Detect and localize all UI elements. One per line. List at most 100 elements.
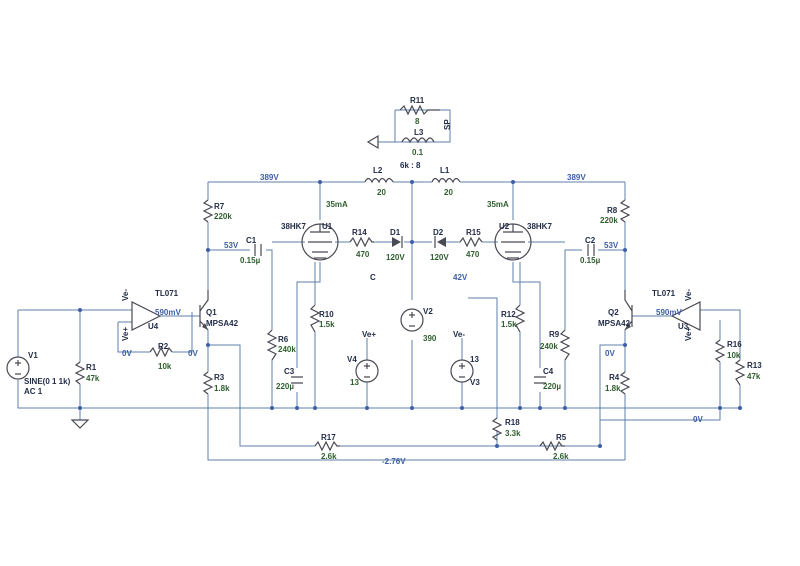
- net-label: 0V: [693, 415, 703, 424]
- l1-label: L1: [440, 166, 450, 175]
- r4-value: 1.8k: [605, 384, 621, 393]
- net-label: 389V: [260, 173, 279, 182]
- voltage-source-v3: [450, 359, 474, 383]
- v1-ac: AC 1: [24, 387, 43, 396]
- r15-value: 470: [466, 250, 480, 259]
- capacitor-c4: [534, 376, 546, 384]
- net-label: C: [370, 273, 376, 282]
- transistor-q2: [624, 290, 633, 331]
- net-label: 53V: [604, 241, 619, 250]
- r4-label: R4: [609, 373, 620, 382]
- r2-label: R2: [158, 342, 169, 351]
- r14-label: R14: [352, 228, 367, 237]
- q1-label: Q1: [206, 308, 217, 317]
- r10-value: 1.5k: [319, 320, 335, 329]
- voltage-source-v1: [6, 356, 30, 380]
- ground-icon: [70, 419, 90, 429]
- l3-value: 0.1: [412, 148, 424, 157]
- inductor-l2: [364, 177, 394, 184]
- r3-value: 1.8k: [214, 384, 230, 393]
- v3-pin-label: Ve-: [453, 330, 465, 339]
- c3-value: 220µ: [276, 382, 294, 391]
- r6-value: 240k: [278, 345, 296, 354]
- resistor-r18: [491, 417, 503, 441]
- u3-label: U3: [678, 322, 689, 331]
- c4-label: C4: [543, 367, 554, 376]
- opamp-u4: [131, 301, 162, 331]
- r7-label: R7: [214, 202, 225, 211]
- u4-part: TL071: [155, 289, 179, 298]
- u3-vneg: Ve-: [684, 289, 693, 301]
- c4-value: 220µ: [543, 382, 561, 391]
- resistor-r17: [314, 440, 340, 452]
- voltage-source-v2: [400, 308, 424, 332]
- resistor-r4: [619, 371, 631, 395]
- r16-label: R16: [727, 340, 742, 349]
- opamp-u3: [670, 301, 701, 331]
- c1-value: 0.15µ: [240, 256, 261, 265]
- diode-d1: [392, 236, 403, 248]
- junction-dots: [78, 180, 742, 448]
- transistor-q1: [199, 290, 209, 331]
- r8-value: 220k: [600, 216, 618, 225]
- net-label: 0V: [605, 349, 615, 358]
- inductor-l1: [431, 177, 461, 184]
- u4-vpos: Ve+: [121, 327, 130, 341]
- u1-part: 38HK7: [281, 222, 306, 231]
- net-label: 42V: [453, 273, 468, 282]
- net-label: 590mV: [155, 308, 181, 317]
- d1-voltage: 120V: [386, 253, 405, 262]
- r5-label: R5: [556, 433, 567, 442]
- resistor-r10: [309, 304, 321, 333]
- u1-label: U1: [322, 222, 333, 231]
- net-label: 0V: [188, 349, 198, 358]
- r9-label: R9: [549, 330, 560, 339]
- l2-label: L2: [373, 166, 383, 175]
- voltage-source-v4: [355, 359, 379, 383]
- l2-value: 20: [377, 188, 386, 197]
- resistor-r13: [734, 359, 746, 386]
- r7-value: 220k: [214, 212, 232, 221]
- v1-value: SINE(0 1 1k): [24, 377, 71, 386]
- c3-label: C3: [284, 367, 295, 376]
- u4-label: U4: [148, 322, 159, 331]
- r15-label: R15: [466, 228, 481, 237]
- q2-label: Q2: [608, 308, 619, 317]
- v1-label: V1: [28, 351, 38, 360]
- capacitor-c3: [291, 376, 303, 384]
- r11-label: R11: [410, 96, 425, 105]
- r13-value: 47k: [747, 372, 761, 381]
- v4-label: V4: [347, 355, 357, 364]
- wires: [17, 109, 741, 461]
- resistor-r1: [74, 361, 86, 385]
- net-label: 389V: [567, 173, 586, 182]
- net-label: 590mV: [656, 308, 682, 317]
- r5-value: 2.6k: [553, 452, 569, 461]
- l3-label: L3: [414, 128, 424, 137]
- ground-icon: [366, 134, 379, 150]
- c2-value: 0.15µ: [580, 256, 601, 265]
- resistor-r6: [266, 329, 278, 361]
- q1-part: MPSA42: [206, 319, 239, 328]
- speaker-tag: SP: [443, 119, 452, 130]
- resistor-r12: [514, 304, 526, 333]
- r10-label: R10: [319, 310, 334, 319]
- net-label: -2.76V: [382, 457, 406, 466]
- capacitor-c1: [254, 244, 262, 256]
- r18-label: R18: [505, 418, 520, 427]
- u2-label: U2: [499, 222, 510, 231]
- resistor-r15: [459, 236, 483, 248]
- d2-label: D2: [433, 228, 444, 237]
- u2-part: 38HK7: [527, 222, 552, 231]
- r14-value: 470: [356, 250, 370, 259]
- v3-value: 13: [470, 355, 479, 364]
- r11-value: 8: [415, 117, 420, 126]
- resistor-r9: [559, 329, 571, 361]
- d2-voltage: 120V: [430, 253, 449, 262]
- d1-label: D1: [390, 228, 401, 237]
- l1-value: 20: [444, 188, 453, 197]
- inductor-l3: [401, 137, 435, 144]
- r13-label: R13: [747, 361, 762, 370]
- resistor-r8: [619, 199, 631, 223]
- v4-value: 13: [350, 378, 359, 387]
